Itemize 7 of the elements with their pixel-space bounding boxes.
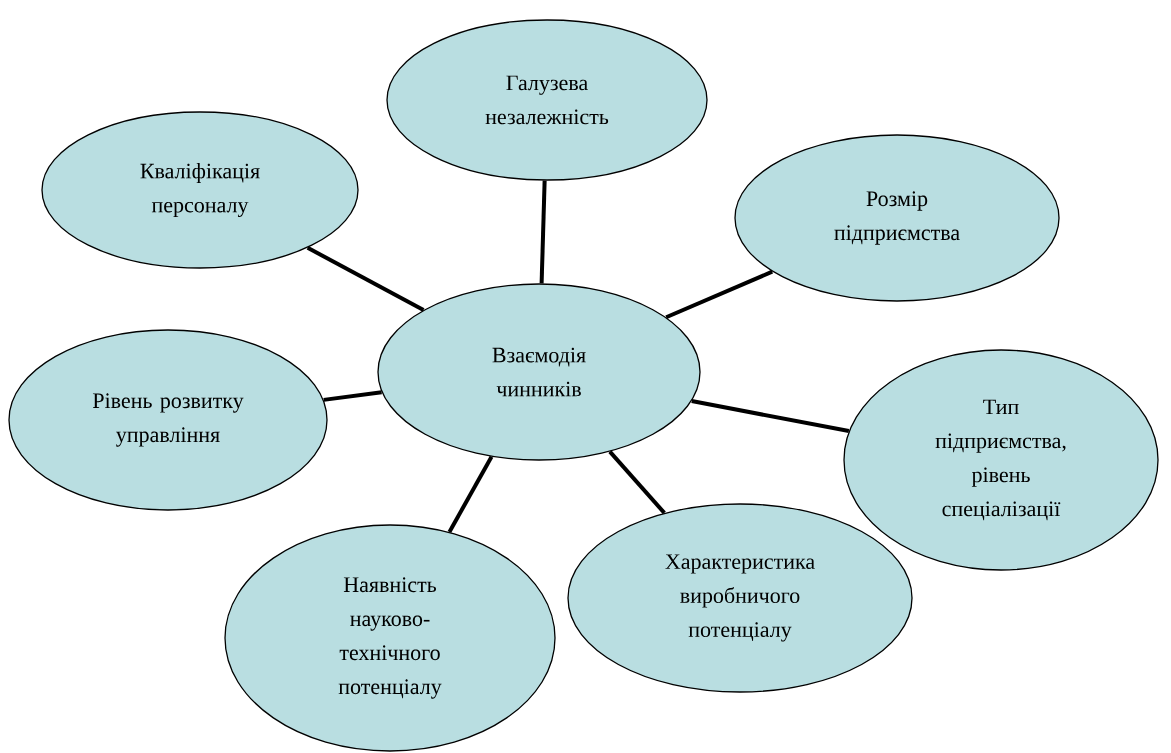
- connector-line: [665, 269, 774, 320]
- connector-line: [608, 450, 666, 515]
- connector-line: [447, 455, 494, 533]
- connector-line: [306, 246, 425, 312]
- connector-line: [691, 399, 850, 433]
- connector-line: [539, 180, 547, 284]
- connector-line: [323, 390, 382, 402]
